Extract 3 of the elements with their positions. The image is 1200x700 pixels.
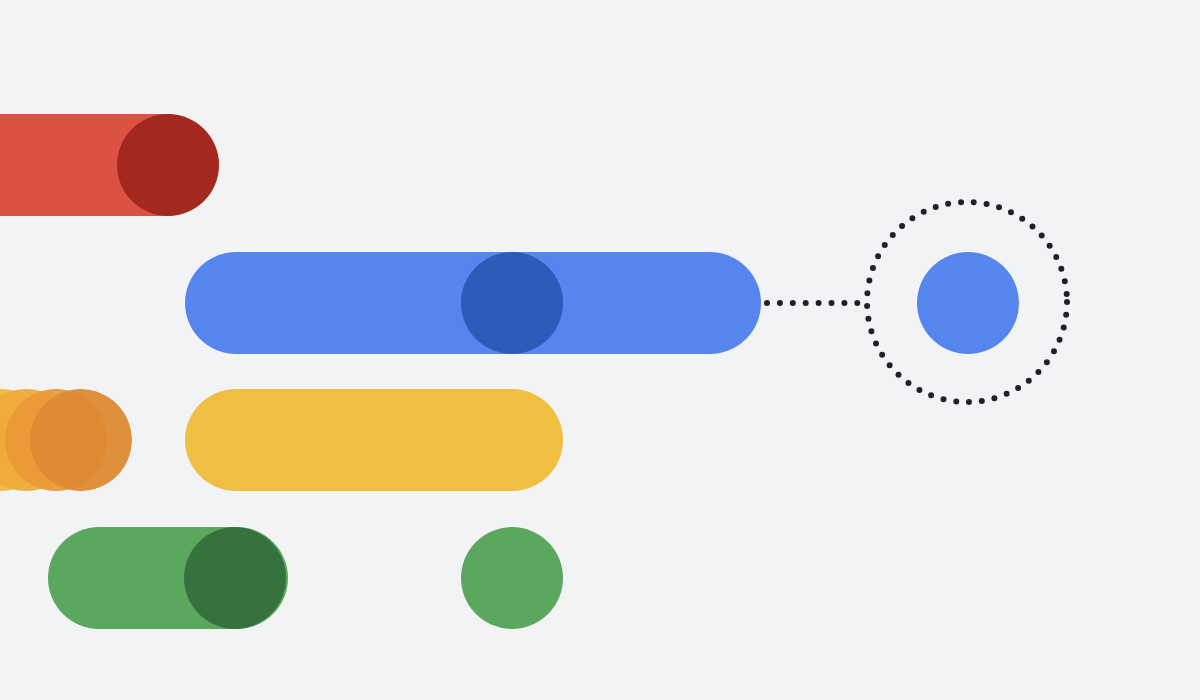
pill-bar — [0, 114, 219, 216]
dotted-circle-ring — [864, 199, 1070, 405]
overlapping-circles-drawing — [0, 389, 132, 491]
